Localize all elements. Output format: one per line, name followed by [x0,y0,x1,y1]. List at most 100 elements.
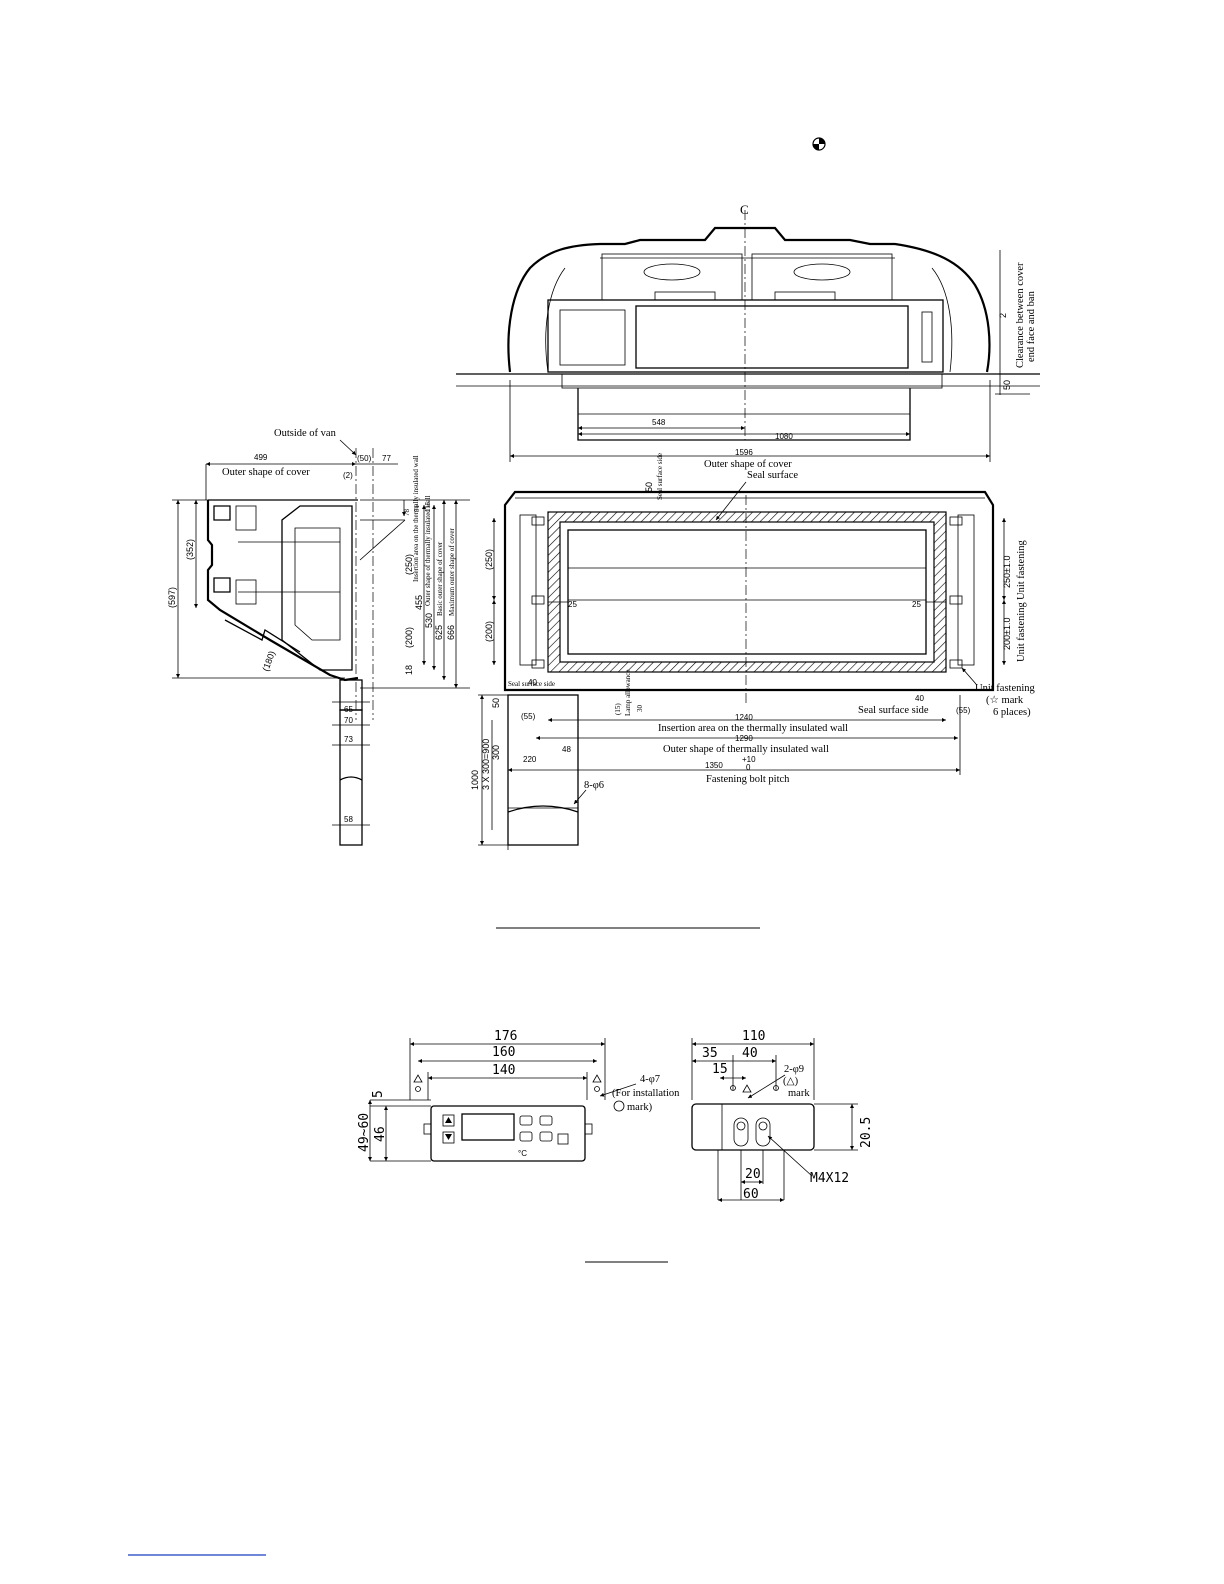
dimension-label: 50 [1002,380,1012,390]
control-panel-side-view: 110 35 40 15 2-φ9 (△) mark 20.5 2 [691,1029,874,1202]
dimension-label: Clearance between cover [1015,262,1026,368]
dimension-label: 70 [344,716,353,725]
dimension-label: 220 [523,755,537,764]
dimension-label: 0 [746,763,751,772]
dimension-label: 1240 [735,713,753,722]
dimension-label: 73 [344,735,353,744]
dimension-label: 2-φ9 [784,1064,804,1075]
dimension-label: Outer shape of thermally insulated wall [424,495,432,606]
dimension-label: Unit fastening [1016,539,1027,600]
dimension-label: 91 [413,505,421,513]
dimension-label: (200) [404,627,414,648]
dimension-label: 1080 [775,432,793,441]
dimension-label: 18 [404,665,414,675]
dimension-label: 200±1.0 [1002,618,1012,650]
dimension-label: (200) [484,621,494,642]
dimension-label: 625 [434,625,444,640]
side-view: Outside of van 499 (50) 77 Outer shape o… [167,428,470,846]
dimension-label: M4X12 [810,1171,849,1186]
dimension-label: (352) [185,539,195,560]
dimension-label: Maximum outer shape of cover [448,527,456,616]
dimension-label: Seal surface side [508,680,555,688]
dimension-label: 548 [652,418,666,427]
dimension-label: 666 [446,625,456,640]
dimension-label: Lamp allowance [624,670,632,716]
dimension-label: 3 X 300=900 [481,739,491,790]
dimension-label: 5 [371,1090,386,1098]
dimension-label: 499 [254,453,268,462]
dimension-label: 58 [344,815,353,824]
dimension-label: 176 [494,1029,517,1044]
dimension-label: Basic outer shape of cover [436,541,444,616]
dimension-label: 160 [492,1045,515,1060]
dimension-label: 49~60 [357,1113,372,1152]
dimension-label: 40 [915,694,924,703]
dimension-label: 65 [344,705,353,714]
dimension-label: 48 [562,745,571,754]
dimension-label: Seal surface side [656,453,664,500]
dimension-label: +10 [742,755,756,764]
outside-of-van-label: Outside of van [274,428,337,439]
circle-quadrant-symbol-icon [812,137,826,151]
dimension-label: 25 [912,600,921,609]
dimension-label: Insertion area on the thermally insulate… [658,723,848,734]
dimension-label: (50) [357,454,372,463]
dimension-label: 50 [644,482,654,492]
dimension-label: 77 [382,454,391,463]
dimension-label: Seal surface [747,470,798,481]
dimension-label: Fastening bolt pitch [706,774,790,785]
dimension-label: (☆ mark [986,695,1024,706]
top-view: C 50 2 Clearance between cover end face … [456,202,1040,462]
dimension-label: 8-φ6 [584,780,604,791]
dimension-label: (For installation [612,1088,680,1099]
dimension-label: 2 [998,313,1008,318]
dimension-label: 78 [403,509,411,517]
dimension-label: 30 [636,705,644,713]
dimension-label: Outer shape of thermally insulated wall [663,744,829,755]
dimension-label: 46 [373,1126,388,1142]
dimension-label: 530 [424,613,434,628]
dimension-label: 15 [712,1062,728,1077]
dimension-label: (55) [956,706,971,715]
dimension-label: Insertion area on the thermally insulate… [412,455,420,582]
dimension-label: 115 [424,501,432,512]
dimension-label: 40 [742,1046,758,1061]
dimension-label: mark [788,1088,810,1099]
dimension-label: (180) [260,650,277,673]
dimension-label: 140 [492,1063,515,1078]
dimension-label: Outer shape of cover [704,459,792,470]
dimension-label: 1000 [470,770,480,790]
dimension-label: 4-φ7 [640,1074,660,1085]
dimension-label: 20 [745,1167,761,1182]
control-panel-front-view: 176 160 140 °C 5 49~60 [357,1029,680,1162]
dimension-label: (2) [343,471,353,480]
dimension-label: (597) [167,587,177,608]
dimension-label: (250) [484,549,494,570]
dimension-label: 110 [742,1029,765,1044]
dimension-label: Outer shape of cover [222,467,310,478]
dimension-label: Unit fastening [1016,601,1027,662]
dimension-label: °C [518,1149,527,1158]
dimension-label: (15) [614,703,622,715]
front-view: Outer shape of cover Seal surface 50 Sea… [470,453,1036,850]
dimension-label: 1596 [735,448,753,457]
dimension-label: 20.5 [859,1117,874,1148]
dimension-label: 40 [528,678,537,687]
dimension-label: 1350 [705,761,723,770]
dimension-label: Unit fastening [975,683,1036,694]
dimension-label: (55) [521,712,536,721]
dimension-label: 455 [414,595,424,610]
dimension-label: 1290 [735,734,753,743]
dimension-label: 300 [491,745,501,760]
installation-mark-circle-icon [613,1100,625,1112]
dimension-label: (250) [404,554,414,575]
centerline-symbol-icon: C [740,202,749,217]
dimension-label: 50 [491,698,501,708]
dimension-label: mark) [627,1102,653,1113]
dimension-label: 250±1.0 [1002,556,1012,588]
dimension-label: 25 [568,600,577,609]
dimension-label: 35 [702,1046,718,1061]
dimension-label: (△) [783,1076,799,1087]
dimension-label: Seal surface side [858,705,929,716]
